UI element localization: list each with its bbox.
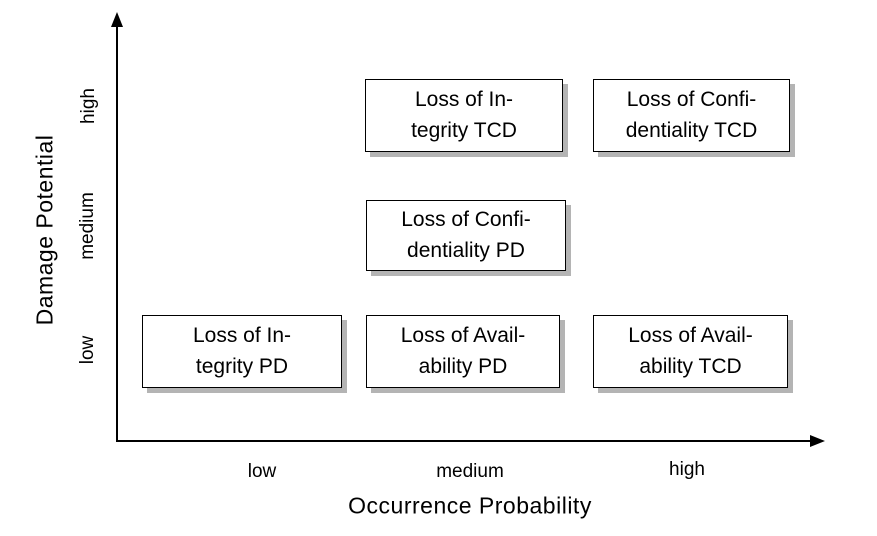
box-label-line: dentiality PD [407, 238, 525, 262]
box-label-line: Loss of Avail- [400, 324, 526, 348]
x-tick-medium: medium [436, 461, 504, 482]
box-loss-of-confidentiality-pd: Loss of Confi- dentiality PD [366, 200, 566, 271]
y-tick-medium: medium [77, 192, 98, 260]
box-label-line: Loss of In- [192, 324, 292, 348]
box-loss-of-availability-pd: Loss of Avail- ability PD [366, 315, 560, 388]
box-label-line: tegrity PD [195, 354, 289, 378]
box-loss-of-availability-tcd: Loss of Avail- ability TCD [593, 315, 788, 388]
x-axis-title: Occurrence Probability [348, 492, 592, 519]
y-axis-arrow-icon [111, 12, 123, 27]
box-label-line: ability PD [418, 354, 508, 378]
box-label-line: Loss of Avail- [628, 324, 753, 348]
box-label-line: Loss of In- [414, 88, 514, 112]
x-tick-low: low [247, 461, 277, 482]
y-axis-line [116, 24, 118, 442]
box-label-line: Loss of Confi- [626, 88, 757, 112]
x-axis-line [116, 440, 812, 442]
box-label-line: tegrity TCD [411, 118, 517, 142]
box-label-line: ability TCD [639, 354, 742, 378]
box-label-line: Loss of Confi- [401, 208, 531, 232]
box-label-line: dentiality TCD [625, 118, 758, 142]
y-axis-title: Damage Potential [31, 134, 58, 326]
x-axis-arrow-icon [810, 435, 825, 447]
box-loss-of-integrity-tcd: Loss of In- tegrity TCD [365, 79, 563, 152]
box-loss-of-integrity-pd: Loss of In- tegrity PD [142, 315, 342, 388]
y-tick-high: high [78, 88, 99, 124]
x-tick-high: high [669, 459, 705, 480]
box-loss-of-confidentiality-tcd: Loss of Confi- dentiality TCD [593, 79, 790, 152]
y-tick-low: low [77, 335, 98, 365]
